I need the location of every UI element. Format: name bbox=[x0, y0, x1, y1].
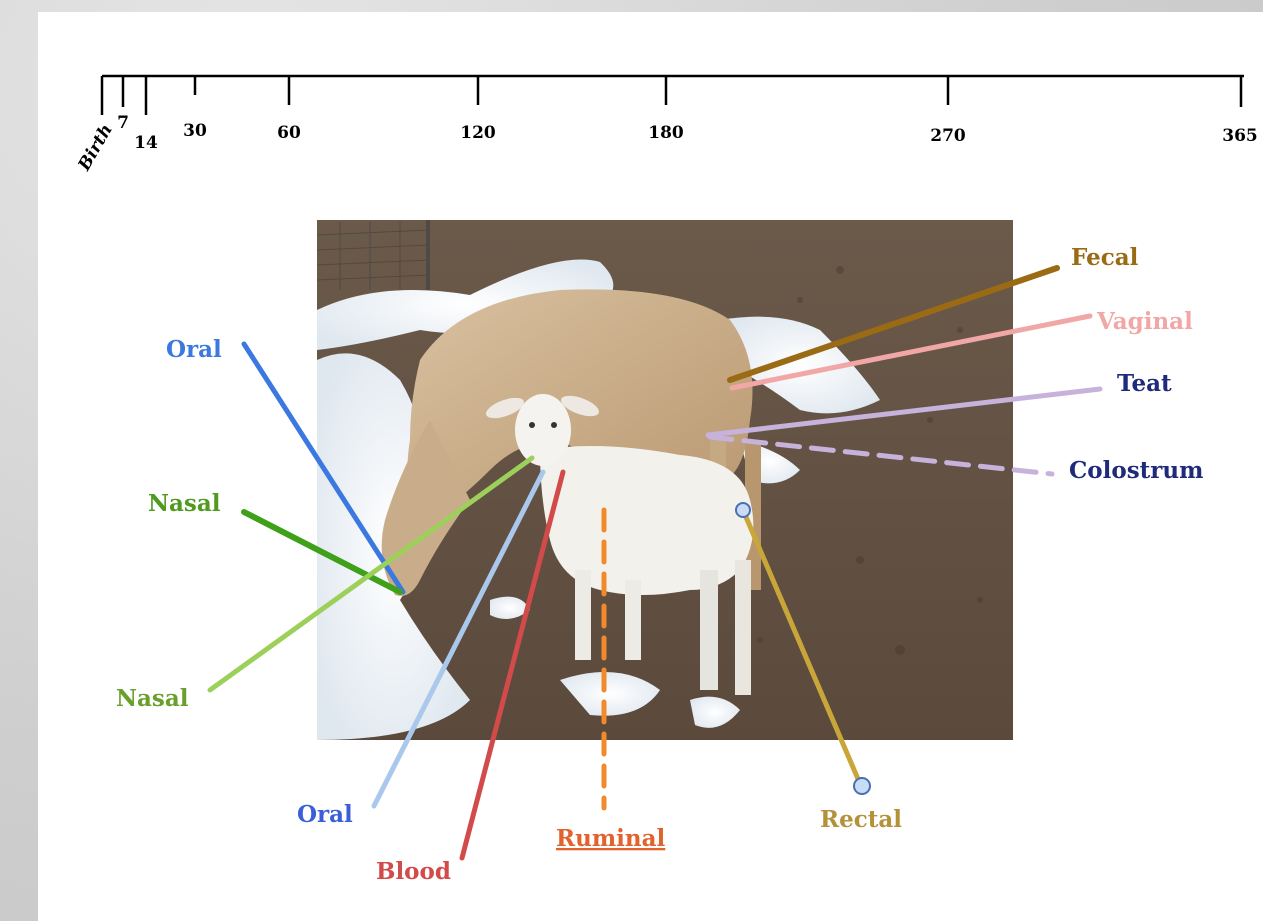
tick-label-7: 7 bbox=[117, 113, 129, 133]
tick-label-120: 120 bbox=[460, 123, 496, 143]
tick-label-30: 30 bbox=[183, 121, 207, 141]
timeline-ticks bbox=[102, 76, 1241, 115]
rectal-point-lower bbox=[854, 778, 870, 794]
label-ruminal: Ruminal bbox=[556, 825, 666, 852]
timeline: Birth 7 14 30 60 120 180 270 365 bbox=[74, 76, 1258, 175]
label-oral-lamb: Oral bbox=[297, 801, 353, 828]
tick-label-60: 60 bbox=[277, 123, 301, 143]
tick-label-14: 14 bbox=[134, 133, 158, 153]
label-oral-ewe: Oral bbox=[166, 336, 222, 363]
label-blood: Blood bbox=[376, 858, 451, 885]
rectal-point-upper bbox=[736, 503, 750, 517]
label-vaginal: Vaginal bbox=[1096, 308, 1193, 335]
label-rectal: Rectal bbox=[820, 806, 902, 833]
label-nasal-ewe: Nasal bbox=[148, 490, 221, 517]
tick-label-birth: Birth bbox=[74, 121, 117, 175]
label-teat: Teat bbox=[1117, 370, 1172, 397]
tick-label-365: 365 bbox=[1222, 126, 1258, 146]
tick-label-270: 270 bbox=[930, 126, 966, 146]
label-colostrum: Colostrum bbox=[1069, 457, 1203, 484]
label-fecal: Fecal bbox=[1071, 244, 1139, 271]
label-nasal-lamb: Nasal bbox=[116, 685, 189, 712]
tick-label-180: 180 bbox=[648, 123, 684, 143]
ewe-lamb-photo bbox=[317, 220, 1013, 740]
